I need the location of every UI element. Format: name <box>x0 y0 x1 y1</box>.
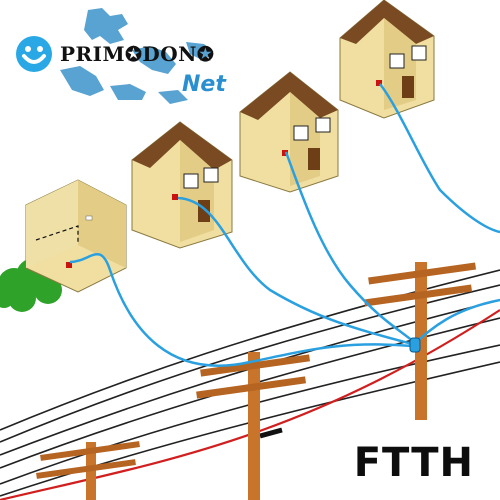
utility-pole-middle <box>196 352 311 500</box>
utility-pole-front <box>36 441 140 500</box>
splice-box <box>409 337 421 353</box>
house-3 <box>339 0 435 119</box>
map-silhouette <box>60 8 214 104</box>
brand-logo: PRIM✪DON✪ <box>14 34 214 74</box>
room-cutaway <box>25 179 127 293</box>
diagram-caption: FTTH <box>353 440 474 486</box>
house-1 <box>131 121 233 249</box>
brand-sub: Net <box>182 72 226 97</box>
brand-name: PRIM✪DON✪ <box>60 42 215 66</box>
smiley-icon <box>16 36 52 72</box>
utility-pole-back <box>364 262 477 420</box>
fiber-drop-cables <box>69 83 500 367</box>
house-2 <box>239 71 339 193</box>
